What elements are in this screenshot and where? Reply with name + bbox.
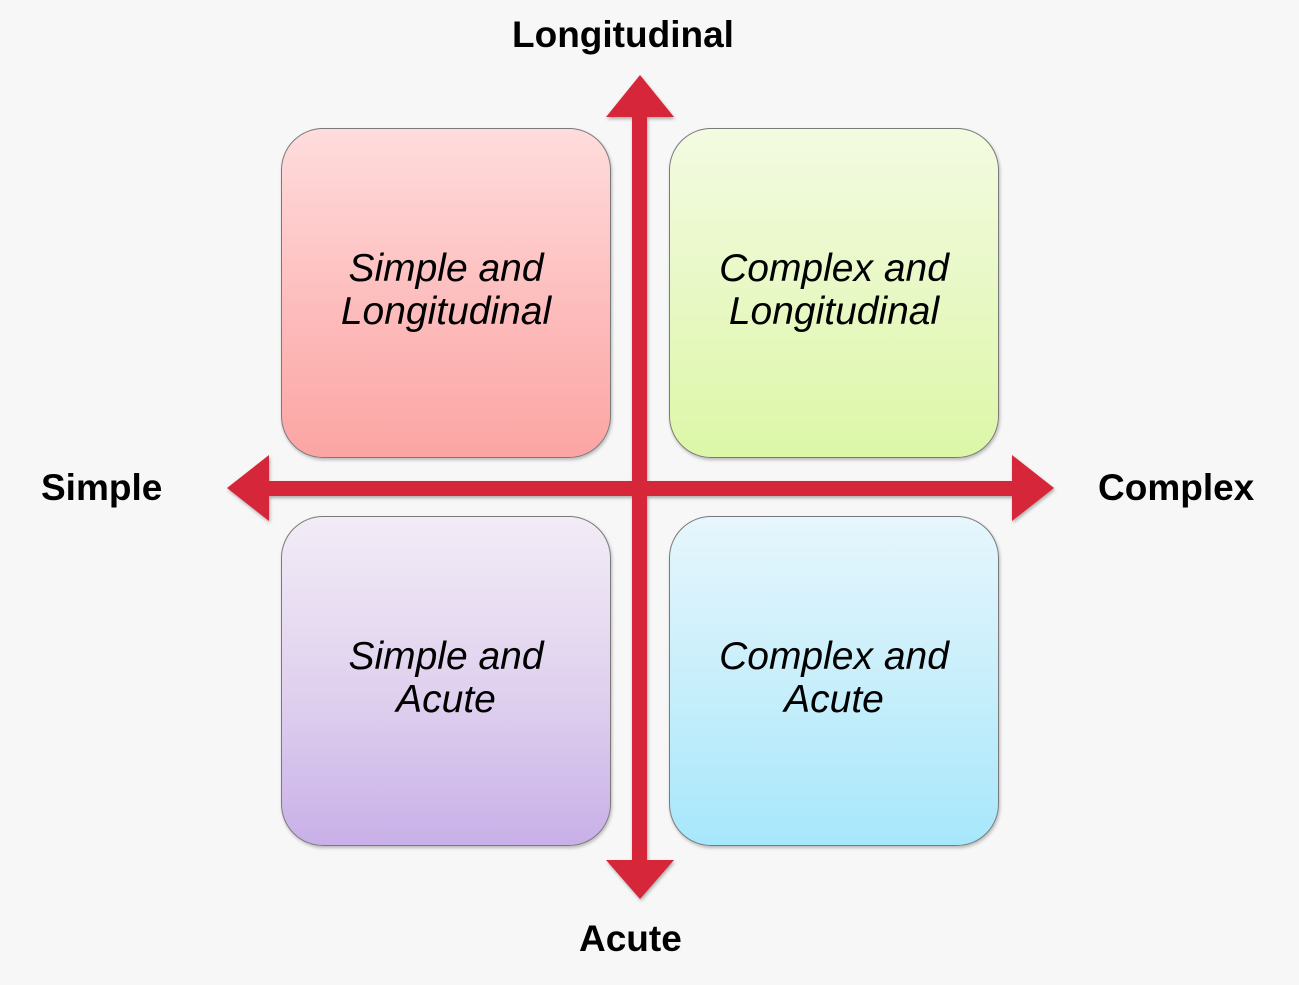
quadrant-label-line2: Acute bbox=[396, 678, 496, 721]
quadrant-label: Complex and Acute bbox=[670, 635, 998, 721]
arrow-right-icon bbox=[1012, 455, 1054, 521]
quadrant-label-line2: Acute bbox=[784, 678, 884, 721]
quadrant-simple-longitudinal: Simple and Longitudinal bbox=[281, 128, 611, 458]
quadrant-complex-acute: Complex and Acute bbox=[669, 516, 999, 846]
quadrant-simple-acute: Simple and Acute bbox=[281, 516, 611, 846]
quadrant-label: Simple and Longitudinal bbox=[282, 247, 610, 333]
axis-label-complex: Complex bbox=[1098, 467, 1255, 508]
quadrant-label-line1: Simple and bbox=[348, 247, 544, 290]
quadrant-complex-longitudinal: Complex and Longitudinal bbox=[669, 128, 999, 458]
arrow-up-icon bbox=[606, 75, 674, 117]
quadrant-label: Complex and Longitudinal bbox=[670, 247, 998, 333]
arrow-down-icon bbox=[606, 860, 674, 899]
arrow-left-icon bbox=[227, 455, 269, 521]
quadrant-label-line2: Longitudinal bbox=[728, 290, 940, 333]
quadrant-label-line1: Simple and bbox=[348, 635, 544, 678]
axis-label-acute: Acute bbox=[579, 918, 682, 959]
axis-label-simple: Simple bbox=[41, 467, 163, 508]
vertical-axis-line bbox=[632, 116, 647, 862]
quadrant-label-line1: Complex and bbox=[719, 635, 949, 678]
quadrant-label-line1: Complex and bbox=[719, 247, 949, 290]
quadrant-label-line2: Longitudinal bbox=[340, 290, 552, 333]
horizontal-axis-line bbox=[268, 481, 1013, 496]
axis-label-longitudinal: Longitudinal bbox=[512, 14, 734, 55]
quadrant-label: Simple and Acute bbox=[282, 635, 610, 721]
